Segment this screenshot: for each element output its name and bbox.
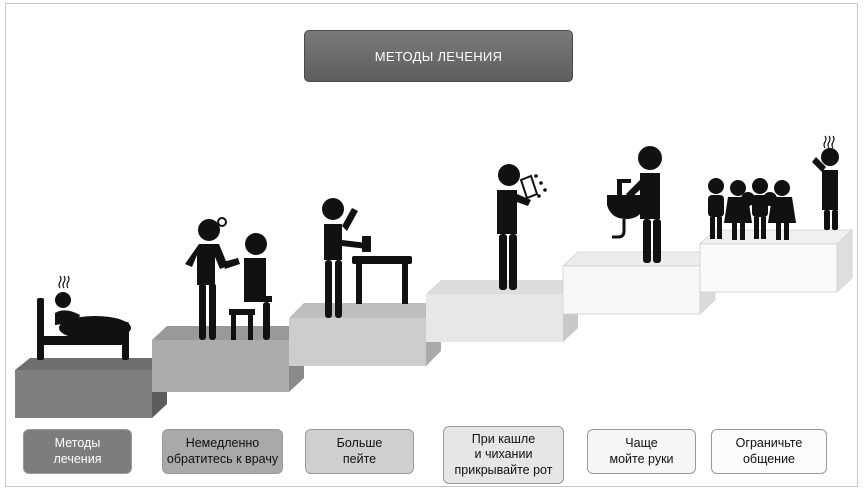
sick-in-bed-icon: [37, 275, 131, 360]
step-label-5: Чаще мойте руки: [587, 429, 696, 474]
step-block-5: [561, 251, 717, 315]
avoid-crowds-icon: [708, 135, 839, 240]
step-label-6: Ограничьте общение: [711, 429, 827, 474]
step-label-2: Немедленно обратитесь к врачу: [162, 429, 283, 474]
sneeze-cover-icon: [497, 164, 547, 290]
diagram-frame: [5, 3, 858, 487]
wash-hands-icon: [607, 146, 662, 263]
step-label-3: Больше пейте: [305, 429, 414, 474]
diagram-title: МЕТОДЫ ЛЕЧЕНИЯ: [304, 30, 573, 82]
step-block-2: [152, 326, 304, 392]
step-block-3: [289, 303, 441, 366]
staircase: [15, 229, 854, 418]
doctor-visit-icon: [185, 217, 272, 340]
step-label-1: Методы лечения: [23, 429, 132, 474]
step-label-4: При кашле и чихании прикрывайте рот: [443, 426, 564, 484]
drink-water-icon: [322, 198, 412, 318]
step-block-1: [15, 358, 167, 418]
